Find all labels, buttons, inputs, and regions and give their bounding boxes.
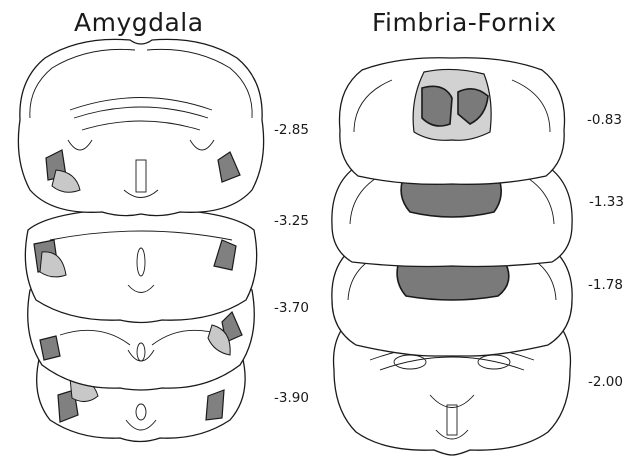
fimbria-fornix-coord-4: -2.00 (588, 374, 623, 390)
amygdala-coord-4: -3.90 (274, 390, 309, 406)
fimbria-fornix-section-1 (339, 58, 564, 185)
fimbria-fornix-coord-3: -1.78 (588, 277, 623, 293)
fimbria-fornix-section-stack (332, 58, 572, 455)
amygdala-section-stack (18, 39, 263, 441)
fimbria-fornix-coord-2: -1.33 (589, 194, 624, 210)
amygdala-coord-3: -3.70 (274, 300, 309, 316)
amygdala-coord-2: -3.25 (274, 213, 309, 229)
fimbria-fornix-coord-1: -0.83 (587, 112, 622, 128)
amygdala-section-1 (18, 39, 263, 215)
amygdala-coord-1: -2.85 (274, 122, 309, 138)
amygdala-section-2 (25, 208, 256, 323)
